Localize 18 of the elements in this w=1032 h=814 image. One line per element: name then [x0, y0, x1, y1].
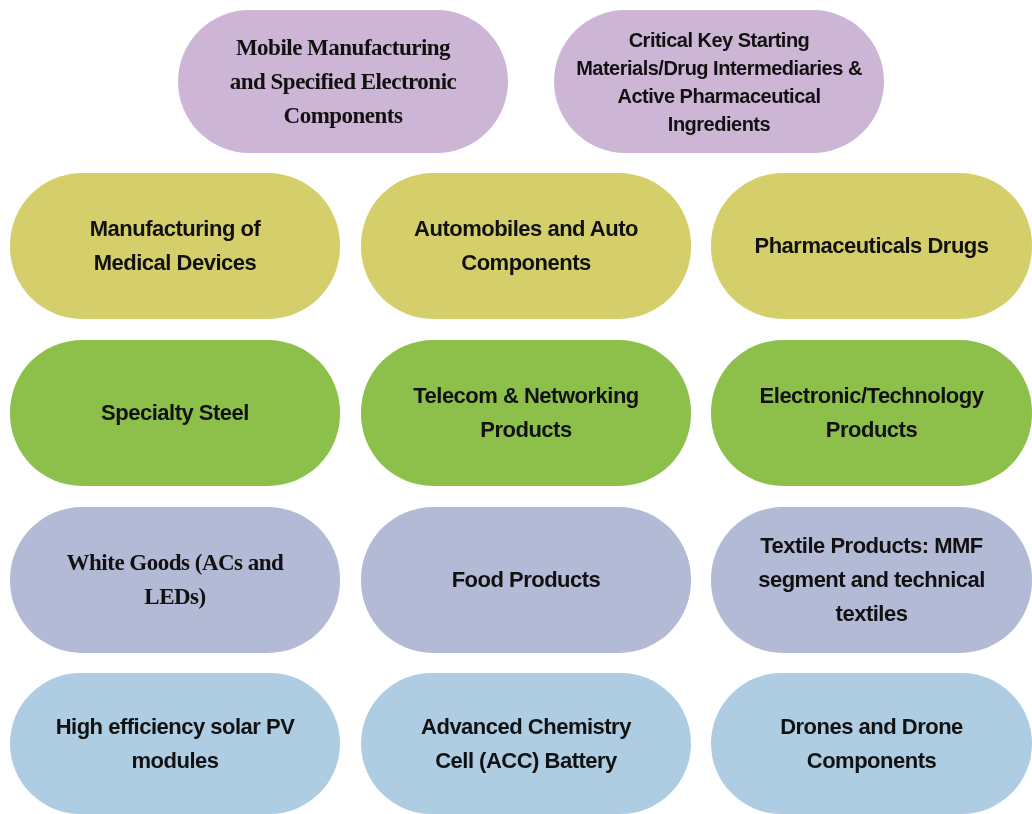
rounded-box: [711, 173, 1032, 319]
rounded-box: [711, 340, 1032, 486]
sector-label: Drones and Drone Components: [779, 712, 964, 775]
sector-label: Automobiles and Auto Components: [413, 215, 639, 277]
rounded-box: [711, 507, 1032, 653]
sector-label: Textile Products: MMF segment and technical textiles: [757, 532, 986, 628]
sector-label: Mobile Manufacturing and Specified Electronic Components: [228, 33, 458, 130]
sector-label: Telecom & Networking Products: [412, 382, 640, 444]
sector-label: Electronic/Technology Products: [758, 382, 985, 444]
rounded-box: [711, 673, 1032, 814]
sector-label: Critical Key Starting Materials/Drug Intermediaries & Active Pharmaceutical Ingredients: [576, 27, 862, 137]
sector-label: Specialty Steel: [101, 399, 249, 427]
sector-label: Manufacturing of Medical Devices: [88, 215, 262, 277]
sector-label: White Goods (ACs and LEDs): [65, 549, 285, 611]
sector-label: High efficiency solar PV modules: [54, 712, 296, 775]
sector-label: Food Products: [451, 566, 601, 594]
sector-label: Pharmaceuticals Drugs: [754, 232, 989, 260]
sector-label: Advanced Chemistry Cell (ACC) Battery: [420, 712, 633, 775]
